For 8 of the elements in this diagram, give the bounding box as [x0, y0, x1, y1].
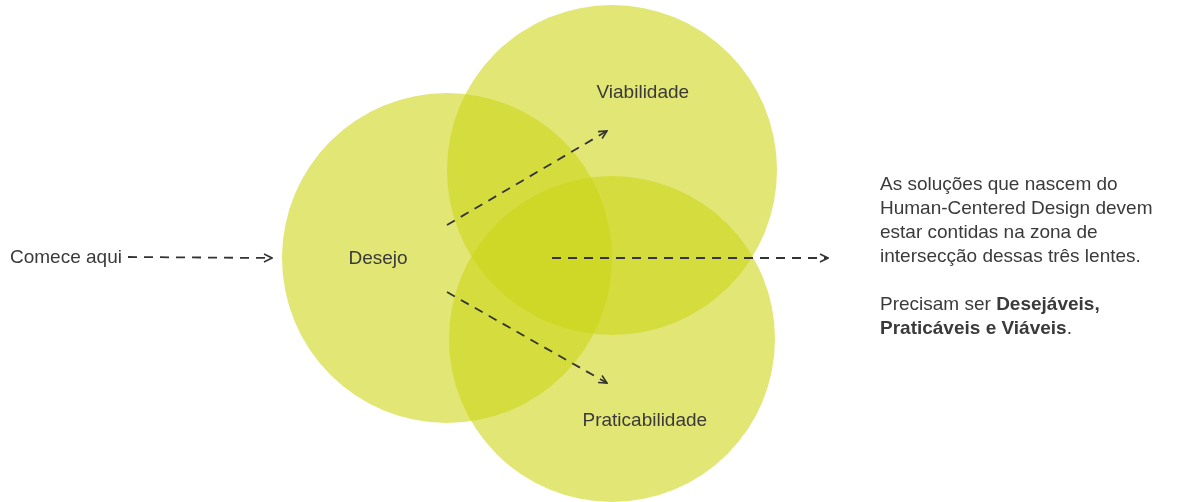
- description-text: As soluções que nascem do Human-Centered Design devem estar contidas na zona de intersecção dessas três lentes.: [880, 172, 1154, 268]
- start-label: Comece aqui: [10, 246, 122, 268]
- circle-label: Praticabilidade: [582, 383, 708, 431]
- dashed-arrow: [551, 253, 829, 263]
- conclusion-text: Precisam ser Desejáveis, Praticáveis e Viáveis.: [880, 292, 1101, 340]
- dashed-arrow: [127, 253, 273, 263]
- circle-label: Desejo: [271, 222, 451, 295]
- circle-label: Viabilidade: [596, 81, 690, 131]
